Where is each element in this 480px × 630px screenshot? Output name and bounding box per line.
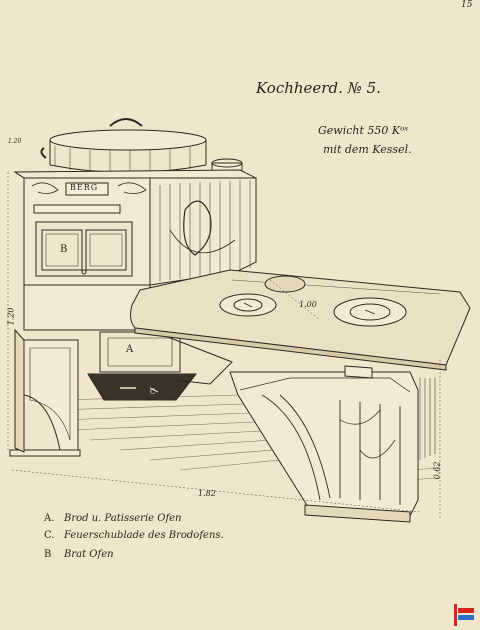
cooktop-support xyxy=(229,365,436,523)
stove-base xyxy=(9,284,233,457)
page-title: Kochheerd. № 5. xyxy=(256,79,381,97)
dimension-top: 1.00 xyxy=(299,300,317,309)
dimension-corner: 1.20 xyxy=(8,138,22,145)
kettle xyxy=(40,118,243,176)
legend-text: Feuerschublade des Brodofens. xyxy=(64,530,224,541)
legend-text: Brod u. Patisserie Ofen xyxy=(64,513,182,524)
plate-number: 15 xyxy=(461,0,473,10)
drawer-label: A xyxy=(126,344,134,355)
fire-drawer-label: C xyxy=(150,388,156,396)
legend-item: B Brat Ofen xyxy=(44,549,114,560)
legend-key: A. xyxy=(44,513,55,524)
dimension-depth: 0.62 xyxy=(432,461,442,480)
brand-plate-label: BERG xyxy=(70,183,99,192)
dimension-lines xyxy=(7,172,441,520)
dimension-length: 1.82 xyxy=(198,489,216,498)
weight-line-1: Gewicht 550 Kᵒˢ xyxy=(318,124,409,137)
library-logo-icon xyxy=(454,604,474,626)
legend-text: Brat Ofen xyxy=(64,549,114,560)
cooktop xyxy=(130,269,471,371)
legend-item: A. Brod u. Patisserie Ofen xyxy=(44,513,182,524)
legend-key: C. xyxy=(44,530,55,541)
stove-body xyxy=(13,169,257,286)
oven-label: B xyxy=(60,244,68,255)
legend-key: B xyxy=(44,549,52,560)
legend-item: C. Feuerschublade des Brodofens. xyxy=(44,530,224,541)
weight-line-2: mit dem Kessel. xyxy=(323,143,412,156)
dimension-height: 1.20 xyxy=(6,307,16,326)
